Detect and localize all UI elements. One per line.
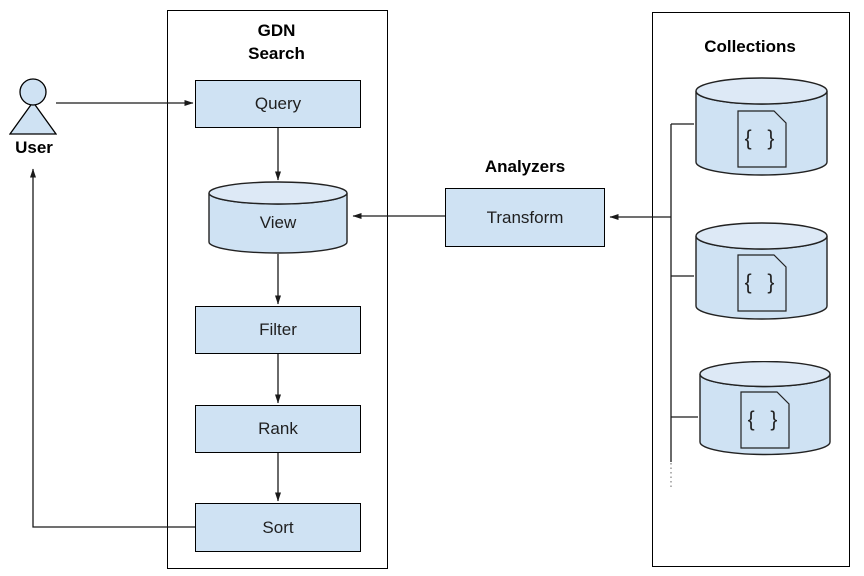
collection-cylinder-1: { }: [695, 77, 828, 177]
braces-glyph: { }: [747, 408, 783, 431]
collection-cylinder-2: { }: [695, 222, 828, 321]
braces-glyph: { }: [744, 271, 780, 294]
cylinder-icon: [699, 361, 831, 456]
node-view: View: [208, 181, 348, 254]
gdn-search-title-line2: Search: [248, 44, 305, 63]
json-document-icon: [737, 254, 787, 312]
gdn-search-title-line1: GDN: [257, 21, 296, 40]
collection-cylinder-3: { }: [699, 361, 831, 456]
json-document-icon: [740, 391, 790, 449]
analyzers-title: Analyzers: [484, 157, 566, 176]
node-query: Query: [195, 80, 361, 128]
json-document-icon: [737, 110, 787, 168]
user-icon: [9, 78, 57, 135]
node-rank: Rank: [195, 405, 361, 453]
gdn-search-title: GDN Search: [167, 19, 386, 65]
braces-glyph: { }: [744, 127, 780, 150]
node-sort: Sort: [195, 503, 361, 552]
node-filter: Filter: [195, 306, 361, 354]
user-label: User: [15, 138, 53, 157]
node-view-label: View: [259, 212, 297, 232]
node-transform: Transform: [445, 188, 605, 247]
collections-container: [652, 12, 850, 567]
cylinder-icon: [208, 181, 348, 254]
cylinder-icon: [695, 77, 828, 176]
cylinder-icon: [695, 222, 828, 320]
collections-title: Collections: [704, 37, 796, 56]
